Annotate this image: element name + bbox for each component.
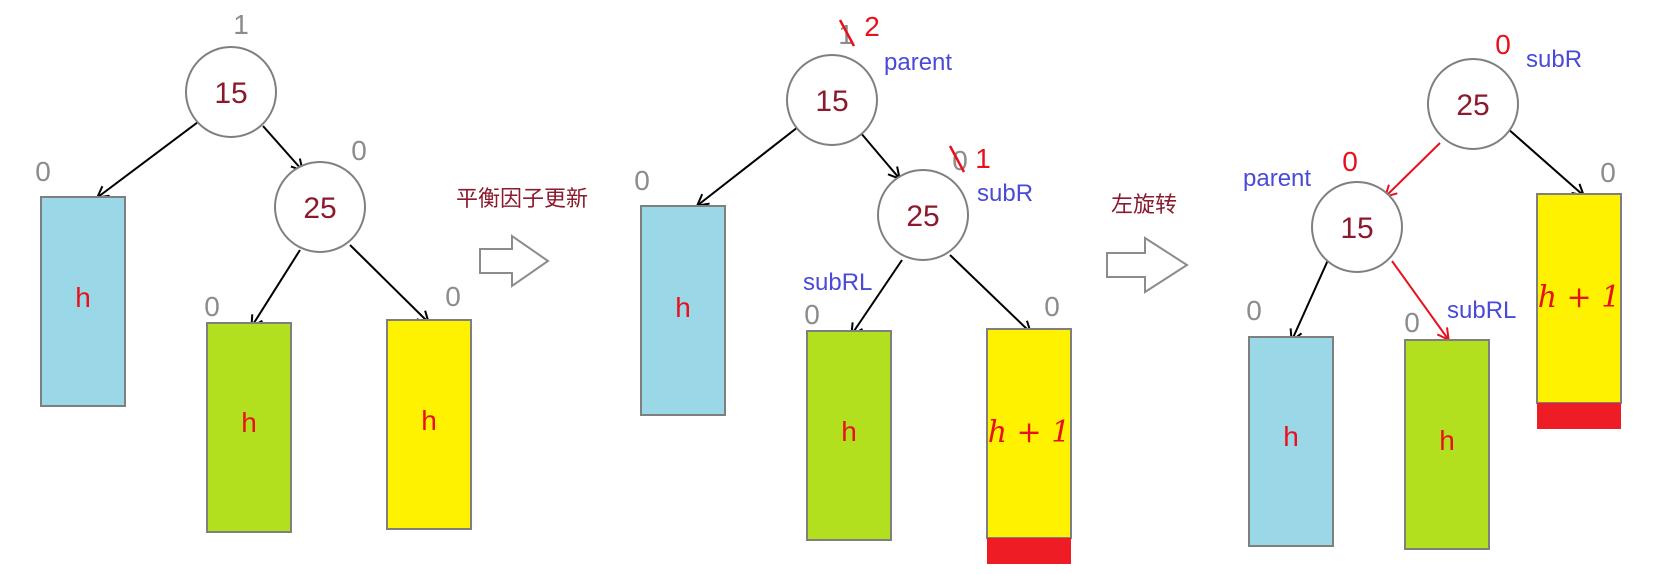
height-increase-marker (1537, 403, 1621, 429)
step-balance-update: 平衡因子更新 (456, 186, 588, 288)
subtree-yellow (986, 328, 1072, 539)
subtree-green-label: h (1439, 425, 1455, 456)
subtree-blue (640, 205, 726, 416)
bf-node-25: 0 (351, 135, 367, 166)
subtree-blue-label: h (675, 292, 691, 323)
subtree-green (206, 322, 292, 533)
bf-subtree-blue: 0 (35, 156, 51, 187)
node-15-value: 15 (815, 85, 848, 118)
step-left-rotation: 左旋转 (1106, 192, 1189, 294)
panel-after-rotation: h h h + 1 25 15 0 subR 0 parent subRL 0 … (1243, 29, 1622, 550)
panel-before-update: h h h 15 25 1 0 0 0 0 (35, 9, 472, 533)
node-15-value: 15 (1340, 212, 1373, 245)
bf-node-15: 1 (233, 9, 249, 40)
node-15 (185, 46, 277, 138)
node-25-value: 25 (906, 200, 939, 233)
edge-parent-subR (859, 131, 899, 178)
node-25-subR (877, 169, 969, 261)
edge-parent-left (1292, 259, 1329, 340)
bf-subtree-blue: 0 (1246, 295, 1262, 326)
subtree-blue-label: h (75, 282, 91, 313)
edge-right-left (252, 249, 301, 326)
hollow-arrow-icon (479, 234, 550, 288)
edge-subR-right (949, 254, 1030, 332)
bf-subtree-blue: 0 (634, 165, 650, 196)
subtree-blue-label: h (1283, 421, 1299, 452)
edge-subR-subRL (852, 259, 903, 334)
node-15-parent (786, 54, 878, 146)
node-15-parent (1311, 181, 1403, 273)
subtree-green-label: h (241, 407, 257, 438)
subtree-yellow (1536, 193, 1622, 404)
bf-subtree-green: 0 (1404, 307, 1420, 338)
subtree-yellow-label: h + 1 (988, 415, 1071, 450)
node-15-value: 15 (214, 77, 247, 110)
pointer-subR: subR (1526, 46, 1582, 73)
step-balance-update-label: 平衡因子更新 (456, 186, 588, 211)
node-25-value: 25 (1456, 89, 1489, 122)
strike-mark (838, 19, 856, 47)
pointer-parent: parent (884, 49, 952, 76)
node-25-subR (1427, 58, 1519, 150)
bf-subtree-yellow: 0 (1600, 157, 1616, 188)
subtree-blue (40, 196, 126, 407)
subtree-green (1404, 339, 1490, 550)
edge-root-right (262, 125, 302, 170)
bf-parent: 0 (1342, 146, 1358, 177)
subtree-green (806, 330, 892, 541)
panel-after-update: h h h + 1 15 25 1 2 parent 0 1 subR subR… (634, 11, 1072, 564)
bf-subR-old: 0 (952, 145, 968, 176)
node-25 (274, 161, 366, 253)
edge-parent-left (698, 126, 799, 205)
edge-subR-right (1506, 127, 1583, 195)
bf-subtree-yellow: 0 (1044, 291, 1060, 322)
height-increase-marker (987, 538, 1071, 564)
subtree-green-label: h (841, 416, 857, 447)
bf-subR: 0 (1495, 29, 1511, 60)
edge-root-left (98, 121, 199, 197)
bf-subtree-green: 0 (804, 299, 820, 330)
node-25-value: 25 (303, 192, 336, 225)
pointer-parent: parent (1243, 165, 1311, 192)
bf-subtree-yellow: 0 (445, 281, 461, 312)
subtree-blue (1248, 336, 1334, 547)
subtree-yellow-label: h + 1 (1538, 280, 1621, 315)
pointer-subRL: subRL (1447, 297, 1516, 324)
bf-parent-old: 1 (838, 19, 854, 50)
subtree-yellow (386, 319, 472, 530)
pointer-subRL: subRL (803, 269, 872, 296)
pointer-subR: subR (977, 180, 1033, 207)
bf-subR-new: 1 (975, 143, 991, 174)
bf-parent-new: 2 (864, 11, 880, 42)
step-left-rotation-label: 左旋转 (1111, 192, 1177, 217)
edge-subR-parent (1386, 142, 1441, 196)
edge-right-right (349, 244, 428, 322)
bf-subtree-green: 0 (204, 291, 220, 322)
strike-mark (948, 145, 966, 173)
hollow-arrow-icon (1106, 236, 1189, 294)
edge-parent-subRL (1391, 260, 1448, 339)
subtree-yellow-label: h (421, 405, 437, 436)
